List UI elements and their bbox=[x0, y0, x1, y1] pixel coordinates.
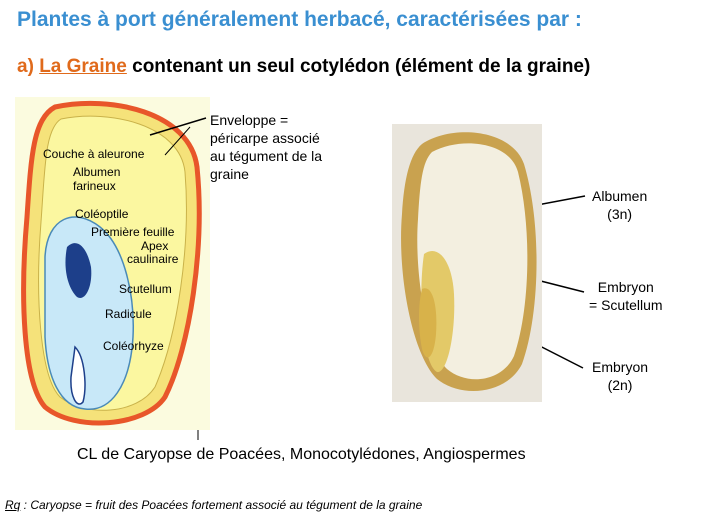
albumen-photo-label: Albumen (3n) bbox=[592, 187, 647, 223]
label-premiere-feuille: Première feuille bbox=[91, 225, 175, 239]
scutellum-photo-label: Embryon = Scutellum bbox=[589, 278, 663, 314]
grain-section-photo bbox=[392, 124, 542, 402]
figure-caption: CL de Caryopse de Poacées, Monocotylédon… bbox=[77, 446, 526, 463]
embryon-photo-line-1: Embryon bbox=[592, 359, 649, 375]
enveloppe-line-4: graine bbox=[210, 166, 249, 182]
section-subtitle: a) La Graine contenant un seul cotylédon… bbox=[17, 56, 590, 78]
enveloppe-line-2: péricarpe associé bbox=[210, 130, 320, 146]
label-apex-2: caulinaire bbox=[127, 252, 179, 266]
label-coleorhyze: Coléorhyze bbox=[103, 339, 164, 353]
albumen-photo-line-2: (3n) bbox=[607, 206, 633, 222]
label-apex-1: Apex bbox=[141, 239, 169, 253]
subtitle-rest: contenant un seul cotylédon (élément de … bbox=[132, 56, 591, 77]
label-albumen-2: farineux bbox=[73, 179, 116, 193]
scutellum-photo-line-2: = Scutellum bbox=[589, 297, 663, 313]
label-scutellum: Scutellum bbox=[119, 282, 172, 296]
scutellum-photo-line-1: Embryon bbox=[597, 279, 654, 295]
embryon-photo-label: Embryon (2n) bbox=[592, 358, 648, 394]
radicle-shape bbox=[70, 345, 86, 405]
coleoptile-shape bbox=[65, 243, 92, 298]
label-albumen-1: Albumen bbox=[73, 165, 121, 179]
label-aleurone: Couche à aleurone bbox=[43, 147, 145, 161]
grain-embryo bbox=[419, 288, 437, 358]
remark-note: Rq : Caryopse = fruit des Poacées fortem… bbox=[5, 498, 422, 512]
grain-section-drawing bbox=[401, 132, 537, 392]
enveloppe-line-1: Enveloppe = bbox=[210, 112, 289, 128]
label-radicule: Radicule bbox=[105, 307, 152, 321]
caryopsis-diagram: Couche à aleurone Albumen farineux Coléo… bbox=[15, 97, 210, 430]
caryopsis-drawing bbox=[21, 100, 202, 426]
enveloppe-line-3: au tégument de la bbox=[210, 148, 323, 164]
embryon-photo-line-2: (2n) bbox=[607, 377, 633, 393]
remark-abbrev: Rq bbox=[5, 498, 21, 512]
albumen-photo-line-1: Albumen bbox=[592, 188, 648, 204]
subtitle-keyword: La Graine bbox=[39, 56, 127, 77]
remark-text: : Caryopse = fruit des Poacées fortement… bbox=[20, 498, 423, 512]
label-coleoptile: Coléoptile bbox=[75, 207, 129, 221]
page-title: Plantes à port généralement herbacé, car… bbox=[17, 8, 582, 31]
subtitle-prefix: a) bbox=[17, 56, 34, 77]
enveloppe-label: Enveloppe = péricarpe associé au tégumen… bbox=[210, 111, 322, 183]
